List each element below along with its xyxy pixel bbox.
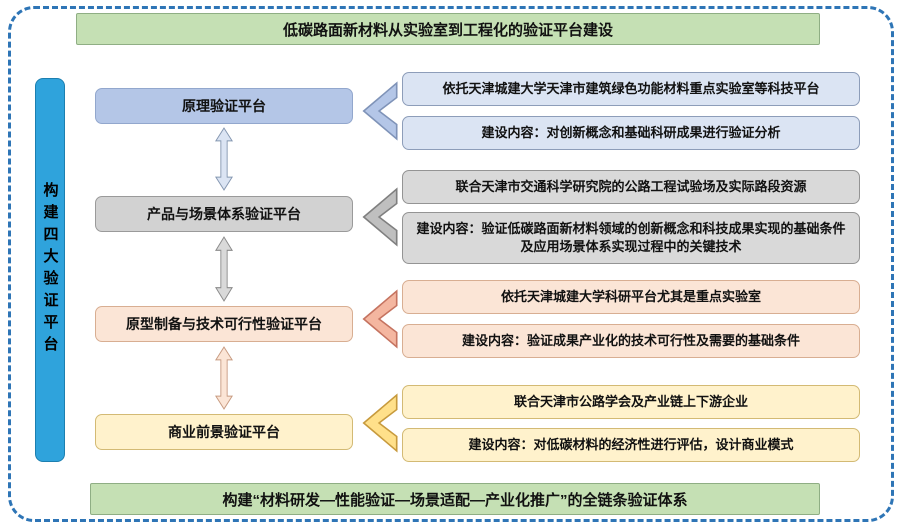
top-title-banner: 低碳路面新材料从实验室到工程化的验证平台建设 [76,13,820,45]
double-arrow-icon [215,346,233,410]
chevron-left-icon [356,392,400,454]
side-vertical-label: 构建四大验证平台 [35,78,65,462]
platform-box-principle-validation: 原理验证平台 [95,88,353,124]
dashed-border-frame [8,6,894,522]
platform-box-prototype-feasibility: 原型制备与技术可行性验证平台 [95,306,353,342]
chevron-left-icon [356,186,400,248]
info-box-principle-resource: 依托天津城建大学天津市建筑绿色功能材料重点实验室等科技平台 [402,72,860,106]
platform-box-commercial-prospect: 商业前景验证平台 [95,414,353,450]
info-box-principle-content: 建设内容：对创新概念和基础科研成果进行验证分析 [402,116,860,150]
bottom-title-banner: 构建“材料研发—性能验证—场景适配—产业化推广”的全链条验证体系 [90,483,820,515]
double-arrow-icon [215,236,233,302]
info-box-prototype-resource: 依托天津城建大学科研平台尤其是重点实验室 [402,280,860,314]
info-box-commercial-resource: 联合天津市公路学会及产业链上下游企业 [402,385,860,419]
double-arrow-icon [215,127,233,191]
chevron-left-icon [356,80,400,142]
info-box-product-content: 建设内容：验证低碳路面新材料领域的创新概念和科技成果实现的基础条件及应用场景体系… [402,212,860,264]
info-box-product-resource: 联合天津市交通科学研究院的公路工程试验场及实际路段资源 [402,170,860,204]
platform-box-product-scenario: 产品与场景体系验证平台 [95,196,353,232]
info-box-commercial-content: 建设内容：对低碳材料的经济性进行评估，设计商业模式 [402,428,860,462]
chevron-left-icon [356,288,400,350]
info-box-prototype-content: 建设内容：验证成果产业化的技术可行性及需要的基础条件 [402,324,860,358]
